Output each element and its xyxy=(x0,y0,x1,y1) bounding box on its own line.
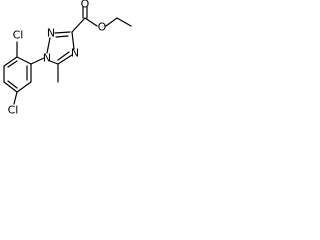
bond-c2-c3-inner xyxy=(7,60,18,68)
atom-cl-top: Cl xyxy=(13,29,24,42)
bond-c3-carbonyl xyxy=(71,17,86,33)
bond-c4-c5-inner xyxy=(7,80,18,89)
bond-n2-c3-double xyxy=(55,35,69,38)
bond-n2-c3 xyxy=(54,31,71,34)
chemical-structure-diagram: Cl Cl N N N O O xyxy=(3,0,132,117)
atom-o-ester: O xyxy=(98,21,107,34)
bond-carbonyl-o-ester xyxy=(84,17,98,27)
atom-o-carbonyl: O xyxy=(81,0,90,11)
bond-o-ch2 xyxy=(105,17,118,27)
atom-n4: N xyxy=(71,47,79,60)
bond-c2-c3 xyxy=(3,56,18,67)
bond-n4-c5 xyxy=(57,54,73,65)
atom-labels: Cl Cl N N N O O xyxy=(8,0,107,117)
bond-ch2-ch3 xyxy=(116,17,132,27)
atom-cl-bottom: Cl xyxy=(8,104,19,117)
bond-n1-n2 xyxy=(46,37,51,54)
bond-c5-n1 xyxy=(49,60,59,65)
bond-c5-c6 xyxy=(16,81,32,93)
bond-c1-c2 xyxy=(16,56,32,65)
atom-n2: N xyxy=(47,27,55,40)
bond-n4-c5-double xyxy=(57,51,70,61)
bond-c3-n4 xyxy=(71,31,75,50)
bond-c5-cl-bottom xyxy=(13,91,18,105)
bond-c1-n1 xyxy=(30,57,45,65)
atom-n1: N xyxy=(43,52,51,65)
bond-lines xyxy=(3,6,132,105)
bond-c4-c5 xyxy=(3,81,18,93)
